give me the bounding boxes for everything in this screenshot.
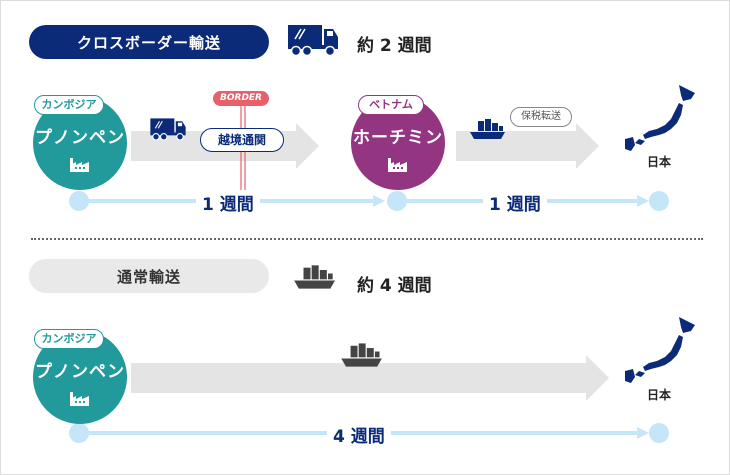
route-arrow-regular xyxy=(131,355,609,401)
truck-icon xyxy=(150,118,186,141)
timeline-leg-1-head xyxy=(373,195,385,207)
origin-country-tag: カンボジア xyxy=(34,95,104,115)
customs-label: 保税転送 xyxy=(510,107,572,127)
timeline-regular-head xyxy=(637,427,649,439)
border-tag: BORDER xyxy=(213,91,269,106)
regular-origin-country-tag: カンボジア xyxy=(34,329,104,349)
destination-label: 日本 xyxy=(647,155,672,169)
ship-icon xyxy=(294,265,335,289)
timeline-node-transit xyxy=(387,191,407,211)
regular-total-duration: 4 週間 xyxy=(327,422,391,447)
timeline-regular-origin xyxy=(69,423,89,443)
border-crossing-label: 越境通関 xyxy=(200,128,284,152)
factory-icon xyxy=(70,391,89,406)
ship-icon xyxy=(341,343,382,367)
leg1-duration: 1 週間 xyxy=(196,190,260,215)
timeline-node-destination xyxy=(649,191,669,211)
timeline-node-origin xyxy=(69,191,89,211)
japan-map-icon xyxy=(625,85,695,151)
cross-border-label: クロスボーダー輸送 xyxy=(29,25,269,59)
factory-icon xyxy=(388,157,407,172)
timeline-leg-2-head xyxy=(637,195,649,207)
transit-country-tag: ベトナム xyxy=(358,95,424,115)
regular-destination-label: 日本 xyxy=(647,388,672,402)
regular-duration: 約 4 週間 xyxy=(357,276,432,296)
regular-origin-city: プノンペン xyxy=(35,361,125,382)
ship-icon xyxy=(470,119,505,139)
section-divider xyxy=(31,238,703,240)
regular-label: 通常輸送 xyxy=(29,259,269,293)
timeline-regular-destination xyxy=(649,423,669,443)
transit-city: ホーチミン xyxy=(353,127,443,148)
factory-icon xyxy=(70,157,89,172)
japan-map-icon xyxy=(625,317,695,383)
regular-origin-node: プノンペン xyxy=(33,330,127,424)
cross-border-duration: 約 2 週間 xyxy=(357,36,432,56)
truck-icon xyxy=(288,25,338,57)
leg2-duration: 1 週間 xyxy=(483,190,547,215)
origin-city: プノンペン xyxy=(35,127,125,148)
